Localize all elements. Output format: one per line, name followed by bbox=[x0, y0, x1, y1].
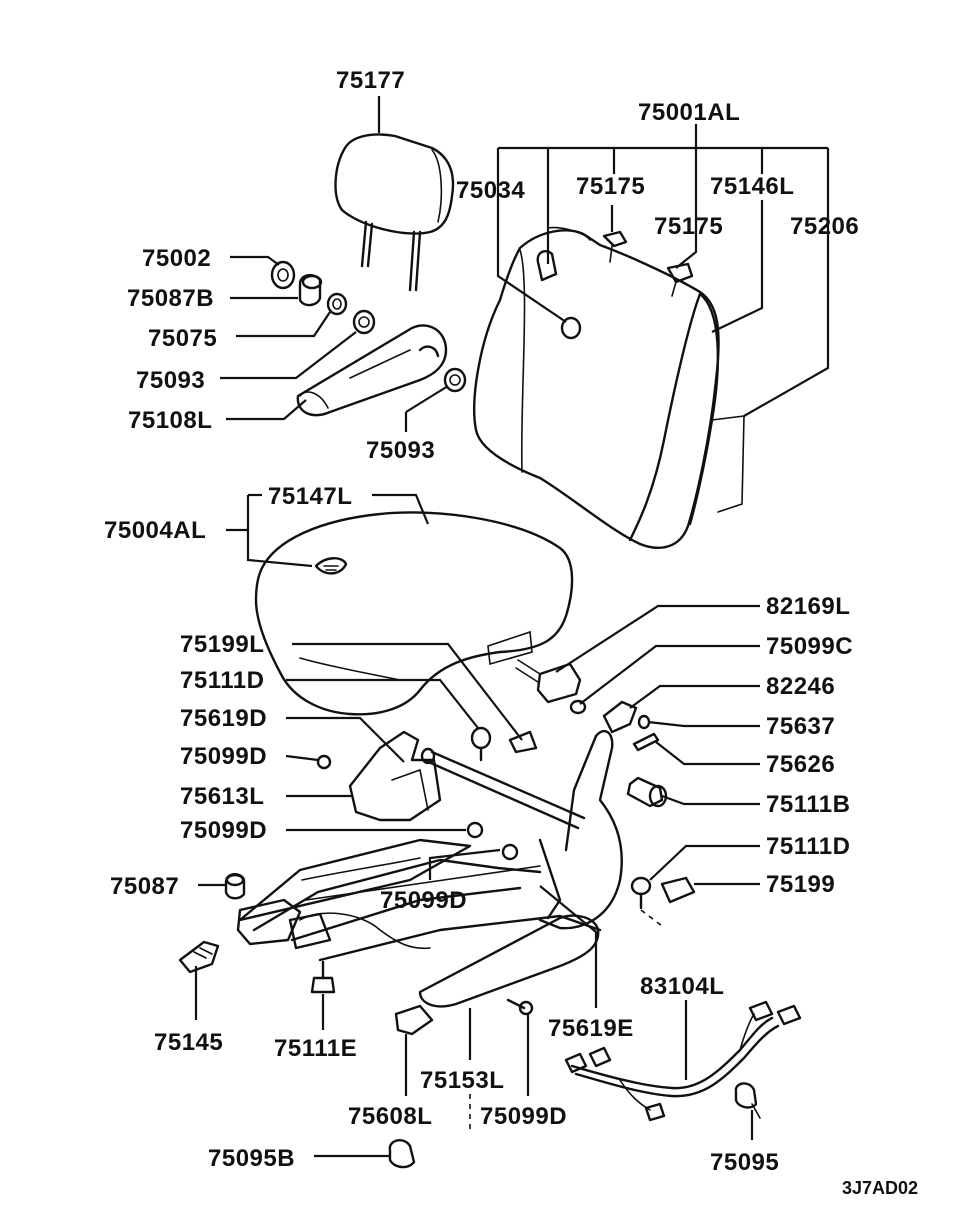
seat-back-illustration bbox=[473, 226, 745, 549]
label-75111B: 75111B bbox=[766, 791, 850, 818]
drawing-code: 3J7AD02 bbox=[842, 1178, 918, 1198]
label-75002: 75002 bbox=[142, 245, 211, 272]
label-75619E: 75619E bbox=[548, 1015, 634, 1042]
label-83104L: 83104L bbox=[640, 973, 724, 1000]
label-75095: 75095 bbox=[710, 1149, 779, 1176]
headrest-illustration bbox=[334, 133, 455, 292]
armrest-illustration bbox=[296, 324, 448, 417]
label-75619D: 75619D bbox=[180, 705, 267, 732]
loose-parts-illustration bbox=[178, 873, 761, 1169]
label-75199: 75199 bbox=[766, 871, 835, 898]
seat-frame-illustration bbox=[236, 726, 623, 1008]
label-75099D-b: 75099D bbox=[180, 817, 267, 844]
label-75206: 75206 bbox=[790, 213, 859, 240]
headrest-guide-parts bbox=[270, 260, 467, 393]
label-75175-lower: 75175 bbox=[654, 213, 723, 240]
label-75099D-d: 75099D bbox=[480, 1103, 567, 1130]
label-75626: 75626 bbox=[766, 751, 835, 778]
label-75099D-c: 75099D bbox=[380, 887, 467, 914]
label-75175-upper: 75175 bbox=[576, 173, 645, 200]
label-75145: 75145 bbox=[154, 1029, 223, 1056]
label-75153L: 75153L bbox=[420, 1067, 504, 1094]
label-75075: 75075 bbox=[148, 325, 217, 352]
switch-and-clips-illustration bbox=[515, 659, 696, 927]
seat-cushion-illustration bbox=[254, 511, 574, 716]
label-75177: 75177 bbox=[336, 67, 405, 94]
label-75099D-a: 75099D bbox=[180, 743, 267, 770]
label-75004AL: 75004AL bbox=[104, 517, 206, 544]
label-75111D-lower: 75111D bbox=[766, 833, 850, 860]
label-75111E: 75111E bbox=[274, 1035, 357, 1062]
label-75095B: 75095B bbox=[208, 1145, 295, 1172]
label-75093-upper: 75093 bbox=[136, 367, 205, 394]
label-75087: 75087 bbox=[110, 873, 179, 900]
leader-lines bbox=[194, 96, 830, 1158]
label-75087B: 75087B bbox=[127, 285, 214, 312]
label-75613L: 75613L bbox=[180, 783, 264, 810]
label-75001AL: 75001AL bbox=[638, 99, 740, 126]
label-75147L: 75147L bbox=[268, 483, 352, 510]
label-75099C: 75099C bbox=[766, 633, 853, 660]
label-75146L: 75146L bbox=[710, 173, 794, 200]
label-75093-lower: 75093 bbox=[366, 437, 435, 464]
label-75199L: 75199L bbox=[180, 631, 264, 658]
label-75637: 75637 bbox=[766, 713, 835, 740]
label-82169L: 82169L bbox=[766, 593, 850, 620]
label-75108L: 75108L bbox=[128, 407, 212, 434]
wiring-harness-illustration bbox=[564, 1000, 802, 1122]
label-75111D-upper: 75111D bbox=[180, 667, 264, 694]
label-75034: 75034 bbox=[456, 177, 525, 204]
callout-labels: 75177 75001AL 75034 75175 75146L 75175 7… bbox=[104, 67, 918, 1198]
label-82246: 82246 bbox=[766, 673, 835, 700]
label-75608L: 75608L bbox=[348, 1103, 432, 1130]
